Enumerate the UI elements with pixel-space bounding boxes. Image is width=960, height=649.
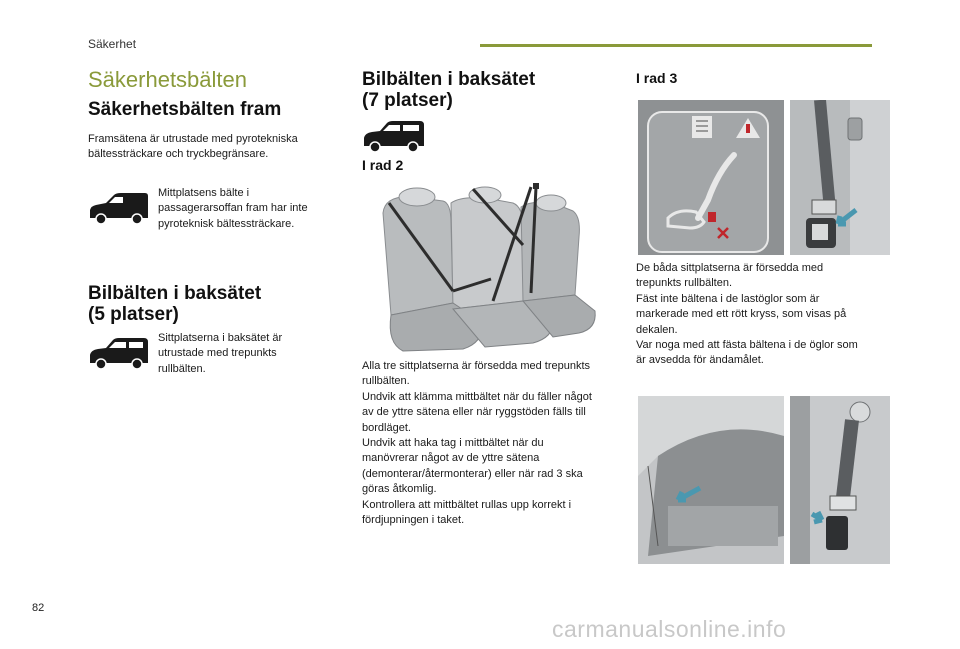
- trunk-anchor-photo: [638, 396, 784, 564]
- mpv-icon: [88, 337, 150, 371]
- front-heading: Säkerhetsbälten fram: [88, 99, 282, 120]
- row2-heading: I rad 2: [362, 157, 404, 173]
- watermark: carmanualsonline.info: [552, 616, 787, 642]
- front-note: Mittplatsens bälte i passagerarsoffan fr…: [158, 187, 308, 230]
- section-label: Säkerhet: [88, 37, 137, 51]
- rear5-heading: Bilbälten i baksätet (5 platser): [88, 283, 262, 325]
- page-title: Säkerhetsbälten: [88, 67, 247, 92]
- row2-text: Alla tre sittplatserna är försedda med t…: [362, 360, 592, 527]
- rear5-note: Sittplatserna i baksätet är utrustade me…: [158, 332, 283, 375]
- row3-heading: I rad 3: [636, 70, 678, 86]
- row3-buckle-photo: [790, 396, 890, 564]
- header-rule: [480, 44, 872, 47]
- rear7-heading: Bilbälten i baksätet (7 platser): [362, 69, 536, 111]
- front-intro: Framsätena är utrustade med pyrotekniska…: [88, 133, 298, 161]
- row3-text: De båda sittplatserna är försedda med tr…: [636, 262, 858, 367]
- decal-photo: [638, 100, 784, 255]
- page-number: 82: [32, 602, 45, 614]
- mpv-long-icon: [362, 120, 424, 154]
- van-icon: [88, 192, 150, 226]
- row3-belt-photo: [790, 100, 890, 255]
- row2-seats-illustration: [373, 183, 601, 353]
